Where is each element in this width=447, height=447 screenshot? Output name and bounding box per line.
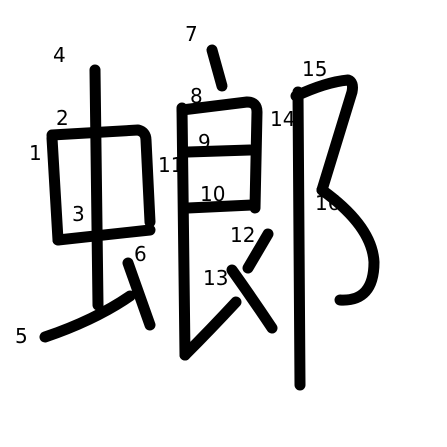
stroke-9	[176, 96, 263, 214]
stroke-2	[46, 124, 156, 228]
stroke-13	[226, 264, 278, 334]
stroke-number-8: 8	[190, 84, 203, 108]
stroke-7	[206, 44, 228, 92]
stroke-14	[179, 296, 242, 361]
stroke-15	[290, 74, 358, 196]
stroke-number-14: 14	[270, 107, 295, 131]
stroke-number-6: 6	[134, 242, 147, 266]
stroke-10	[182, 144, 256, 158]
stroke-number-3: 3	[72, 202, 85, 226]
stroke-number-7: 7	[185, 22, 198, 46]
stroke-6	[122, 257, 156, 331]
character-strokes	[39, 44, 380, 391]
stroke-order-labels: 1 2 3 4 5 6 7 8 9 10 11 12 13 14 15 16	[15, 22, 340, 348]
stroke-number-4: 4	[53, 43, 66, 67]
stroke-number-16: 16	[315, 191, 340, 215]
stroke-1	[46, 132, 64, 246]
stroke-8	[176, 102, 191, 361]
stroke-number-12: 12	[230, 223, 255, 247]
stroke-11	[182, 199, 258, 214]
stroke-5	[39, 290, 136, 343]
stroke-number-15: 15	[302, 57, 327, 81]
stroke-number-1: 1	[29, 141, 42, 165]
stroke-3	[52, 224, 156, 246]
stroke-number-2: 2	[56, 106, 69, 130]
stroke-12	[242, 228, 274, 274]
stroke-4	[89, 64, 104, 311]
stroke-16	[292, 86, 380, 391]
stroke-number-9: 9	[198, 130, 211, 154]
stroke-number-5: 5	[15, 324, 28, 348]
stroke-number-11: 11	[158, 153, 183, 177]
stroke-number-13: 13	[203, 266, 228, 290]
stroke-number-10: 10	[200, 182, 225, 206]
